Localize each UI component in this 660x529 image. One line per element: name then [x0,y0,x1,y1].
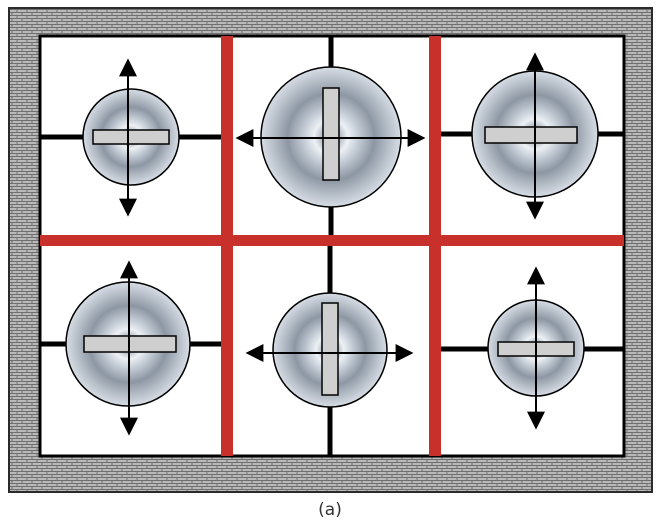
bar [322,87,340,181]
bar [484,126,578,144]
unit-bottom-left [65,260,191,436]
figure-caption: (a) [318,500,342,520]
unit-top-left [82,58,180,217]
unit-bottom-center [245,292,414,408]
unit-top-right [471,52,599,220]
room-dividers [40,36,624,456]
bar [321,302,339,396]
unit-top-center [235,66,426,208]
unit-bottom-right [487,266,585,430]
divider-horizontal [40,235,624,246]
diagram-figure [8,7,653,493]
bar [92,129,170,145]
